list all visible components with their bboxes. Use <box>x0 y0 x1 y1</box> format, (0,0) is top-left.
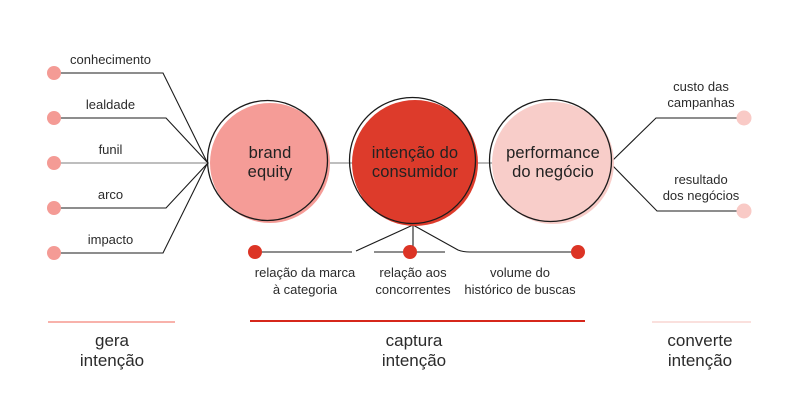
consumer-intent-label-line2: consumidor <box>371 163 459 181</box>
brand-equity-label-line1: brand <box>248 144 292 162</box>
section-converte-intencao: converte intenção <box>640 331 760 370</box>
label-custo-campanhas: custo das campanhas <box>638 79 764 111</box>
label-resultado-negocios: resultado dos negócios <box>638 172 764 204</box>
section-captura-line1: captura <box>385 331 443 350</box>
label-historico-buscas: volume do histórico de buscas <box>440 264 600 298</box>
dot-historico-buscas <box>571 245 585 259</box>
consumer-intent-label-line1: intenção do <box>371 144 459 162</box>
dot-lealdade <box>47 111 61 125</box>
label-funil: funil <box>98 142 123 157</box>
performance-label: performance do negócio <box>492 144 614 182</box>
dot-concorrentes <box>403 245 417 259</box>
label-historico-buscas-line1: volume do <box>490 265 550 280</box>
brand-equity-circle-outline <box>206 99 329 222</box>
connector-resultado-negocios <box>611 164 740 212</box>
section-captura-line2: intenção <box>381 350 447 370</box>
label-marca-categoria-line2: à categoria <box>272 282 338 297</box>
connector-historico-buscas <box>412 224 578 253</box>
label-resultado-negocios-line1: resultado <box>674 172 728 187</box>
label-resultado-negocios-line2: dos negócios <box>662 188 740 203</box>
dot-marca-categoria <box>248 245 262 259</box>
performance-circle-fill <box>492 102 614 224</box>
label-concorrentes: relação aos concorrentes <box>348 264 478 298</box>
dot-impacto <box>47 246 61 260</box>
connector-conhecimento <box>54 72 208 163</box>
section-gera-line2: intenção <box>79 350 145 370</box>
section-captura-intencao: captura intenção <box>354 331 474 370</box>
performance-circle-outline <box>488 98 613 223</box>
brand-equity-label: brand equity <box>210 144 330 182</box>
label-arco: arco <box>97 187 124 202</box>
section-gera-intencao: gera intenção <box>52 331 172 370</box>
label-marca-categoria-line1: relação da marca <box>254 265 356 280</box>
consumer-intent-circle-fill <box>352 100 478 226</box>
label-lealdade: lealdade <box>85 97 136 112</box>
label-impacto: impacto <box>87 232 134 247</box>
connector-lealdade <box>54 117 208 163</box>
connector-custo-campanhas <box>611 117 740 162</box>
connector-impacto <box>54 163 208 254</box>
dot-funil <box>47 156 61 170</box>
performance-label-line1: performance <box>506 144 600 162</box>
label-custo-campanhas-line2: campanhas <box>667 95 735 110</box>
section-converte-line1: converte <box>667 331 733 350</box>
label-historico-buscas-line2: histórico de buscas <box>464 282 576 297</box>
consumer-intent-label: intenção do consumidor <box>352 144 478 182</box>
label-conhecimento: conhecimento <box>70 52 151 67</box>
brand-equity-label-line2: equity <box>247 163 293 181</box>
dot-resultado-negocios <box>736 203 752 219</box>
dot-conhecimento <box>47 66 61 80</box>
dot-arco <box>47 201 61 215</box>
consumer-intent-circle-outline <box>348 96 477 225</box>
section-converte-line2: intenção <box>667 350 733 370</box>
brand-equity-circle-fill <box>210 103 330 223</box>
dot-custo-campanhas <box>736 110 752 126</box>
connector-arco <box>54 163 208 209</box>
label-custo-campanhas-line1: custo das <box>673 79 729 94</box>
section-gera-line1: gera <box>94 331 130 350</box>
connector-marca-categoria <box>255 224 414 253</box>
label-marca-categoria: relação da marca à categoria <box>230 264 380 298</box>
label-concorrentes-line2: concorrentes <box>375 282 451 297</box>
performance-label-line2: do negócio <box>512 163 594 181</box>
label-concorrentes-line1: relação aos <box>379 265 447 280</box>
